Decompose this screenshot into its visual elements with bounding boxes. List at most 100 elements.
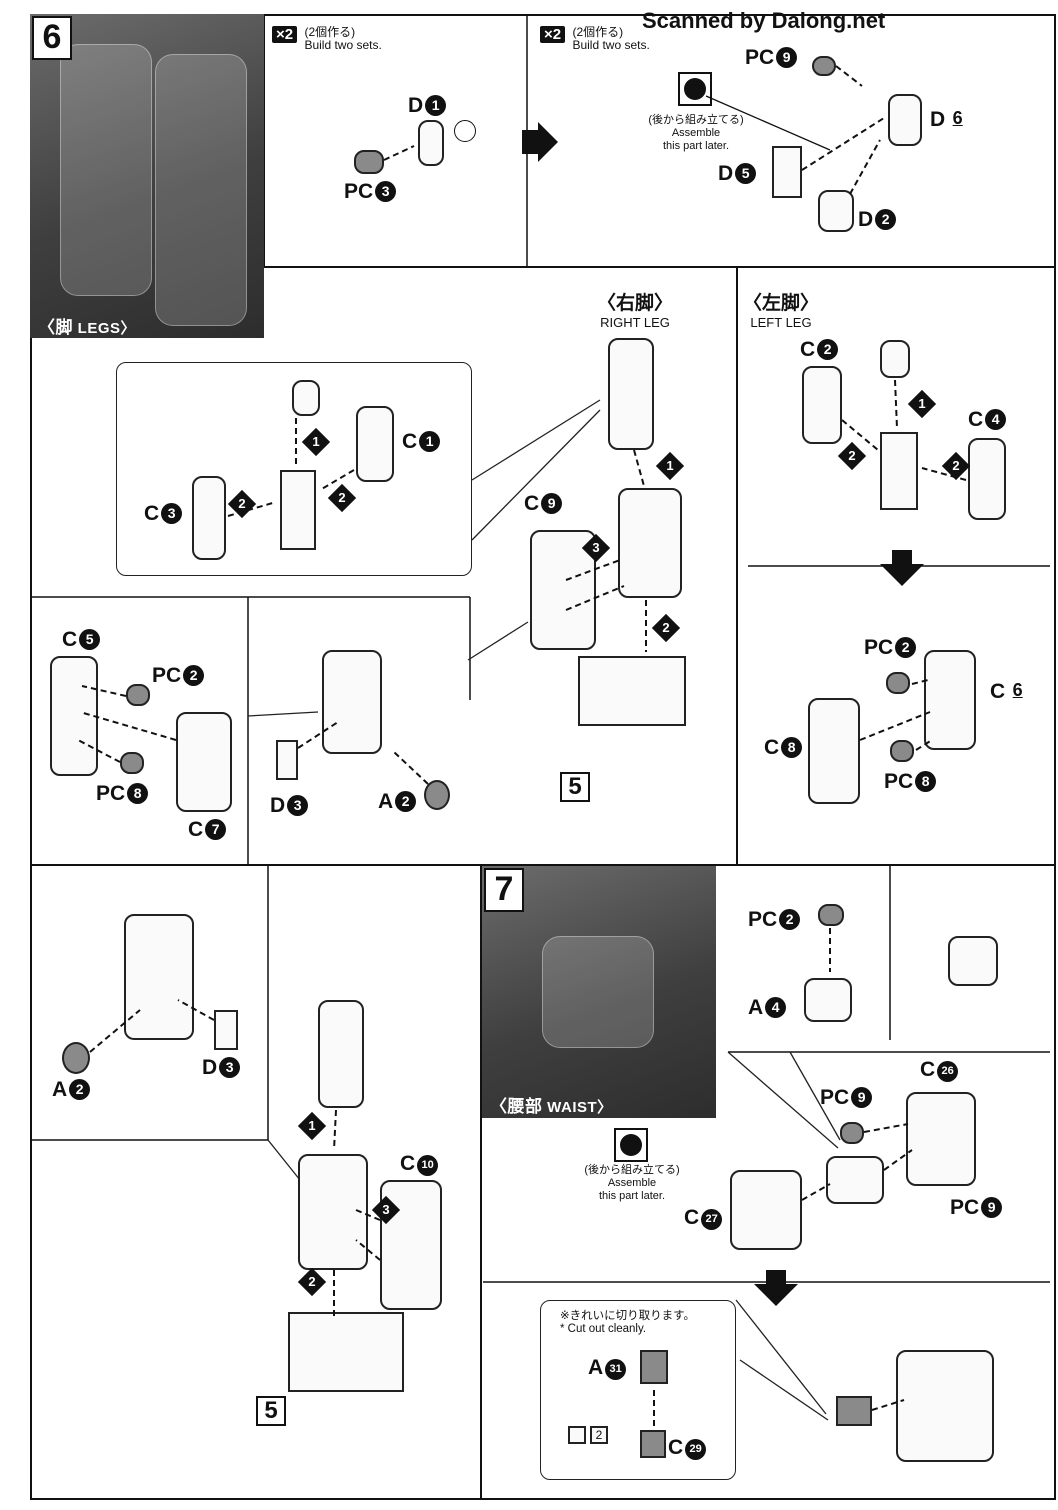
part-c29-shape xyxy=(640,1430,666,1458)
part-pc2-waist-shape xyxy=(818,904,844,926)
right-knee-shape xyxy=(618,488,682,598)
left-thigh-bottom-shape xyxy=(318,1000,364,1108)
build-two-en: Build two sets. xyxy=(304,38,382,52)
step6-number: 6 xyxy=(32,16,72,60)
left-frame-shape xyxy=(880,432,918,510)
part-c8-shape xyxy=(808,698,860,804)
part-c1-shape xyxy=(356,406,394,482)
part-pc9-waist-a-shape xyxy=(840,1122,864,1144)
ref-box-5: 5 xyxy=(560,772,590,802)
a4-reference-shape xyxy=(948,936,998,986)
waist-assembled-shape xyxy=(896,1350,994,1462)
waist-joint-shape xyxy=(826,1156,884,1204)
down-arrow-left-leg xyxy=(880,550,924,586)
part-d3-right-shape xyxy=(276,740,298,780)
left-knee-bottom-shape xyxy=(298,1154,368,1270)
leg-silhouette-right xyxy=(155,54,247,326)
part-c6-shape xyxy=(924,650,976,750)
assemble-later-icon-waist xyxy=(614,1128,648,1162)
ref-box-5-bottom: 5 xyxy=(256,1396,286,1426)
part-c7-shape xyxy=(176,712,232,812)
right-leg-title: 〈右脚〉RIGHT LEG xyxy=(596,293,673,330)
cutter-icon xyxy=(568,1426,586,1444)
assemble-later-note-waist: (後から組み立てる) Assemble this part later. xyxy=(584,1164,680,1202)
right-thigh-shape xyxy=(608,338,654,450)
part-pc2-left-shape xyxy=(886,672,910,694)
waist-silhouette xyxy=(542,936,654,1048)
part-pc9-shape xyxy=(812,56,836,76)
part-c10-shape xyxy=(380,1180,442,1310)
part-c5-shape xyxy=(50,656,98,776)
cut-cleanly-note: ※きれいに切り取ります。 * Cut out cleanly. xyxy=(560,1310,695,1335)
build-two-sets-a: ×2 (2個作る) Build two sets. xyxy=(272,26,382,52)
part-pc3-shape xyxy=(354,150,384,174)
left-leg-title: 〈左脚〉LEFT LEG xyxy=(742,293,819,330)
build-two-sets-b: ×2 (2個作る) Build two sets. xyxy=(540,26,650,52)
part-c3-shape xyxy=(192,476,226,560)
part-d3-bottom-shape xyxy=(214,1010,238,1050)
next-arrow xyxy=(522,122,558,162)
part-a2-bottom-shape xyxy=(62,1042,90,1074)
waist-label-jp: 〈腰部 xyxy=(490,1097,543,1116)
waist-label-en: WAIST〉 xyxy=(547,1099,613,1116)
part-a2-right-shape xyxy=(424,780,450,810)
watermark-text: Scanned by Dalong.net xyxy=(642,8,886,33)
down-arrow-waist xyxy=(754,1270,798,1306)
part-c2-shape xyxy=(802,366,842,444)
knee-shell-shape xyxy=(322,650,382,754)
a31-attached-shape xyxy=(836,1396,872,1426)
part-pc8-right-shape xyxy=(120,752,144,774)
part-d1-shape xyxy=(418,120,444,166)
left-foot-bottom-shape xyxy=(288,1312,404,1392)
part-d2-shape xyxy=(818,190,854,232)
step7-section-label: 〈腰部 WAIST〉 xyxy=(490,1092,613,1117)
legs-label-en: LEGS〉 xyxy=(77,320,137,337)
legs-label-jp: 〈脚 xyxy=(38,318,73,337)
part-c26-shape xyxy=(906,1092,976,1186)
knee-shell-bottom-shape xyxy=(124,914,194,1040)
step7-number: 7 xyxy=(484,868,524,912)
part-c27-shape xyxy=(730,1170,802,1250)
assemble-later-icon xyxy=(678,72,712,106)
step6-section-label: 〈脚 LEGS〉 xyxy=(38,313,136,338)
build-two-jp: (2個作る) xyxy=(572,25,624,39)
upper-leg-frame-shape xyxy=(280,470,316,550)
assemble-later-note: (後から組み立てる) Assemble this part later. xyxy=(648,114,744,152)
part-a31-shape xyxy=(640,1350,668,1384)
d1-callout-badge xyxy=(454,120,476,142)
right-foot-shape xyxy=(578,656,686,726)
